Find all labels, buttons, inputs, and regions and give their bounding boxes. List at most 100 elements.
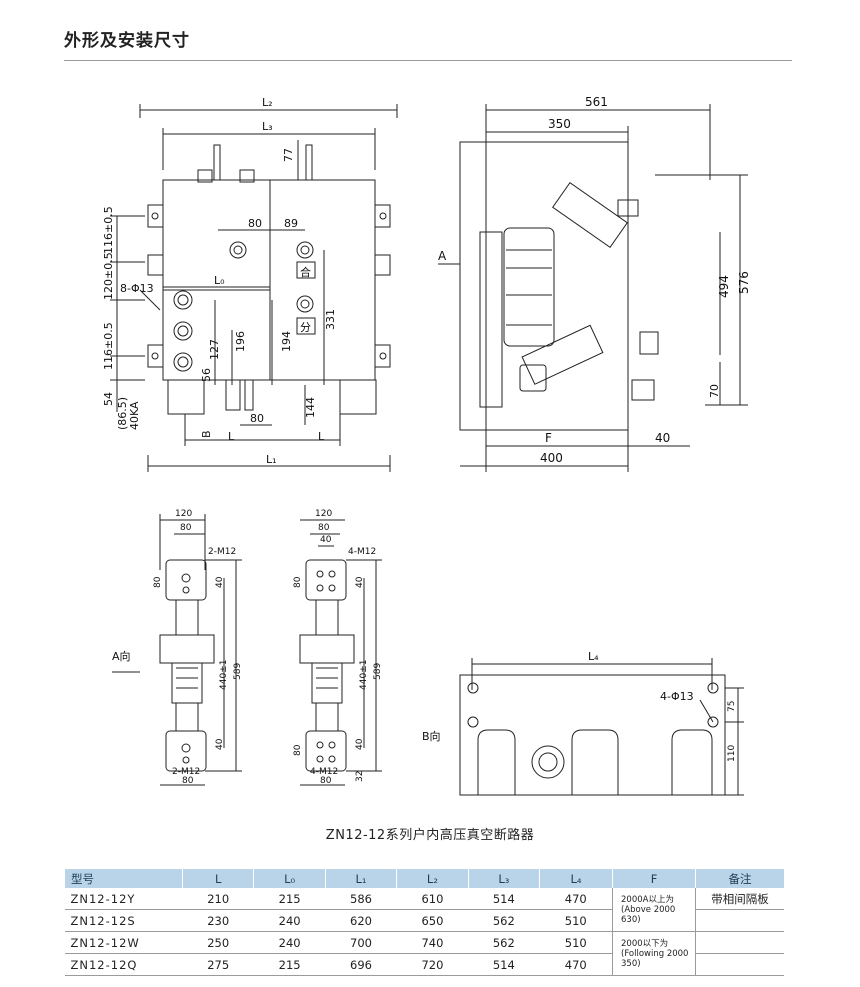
- tr-d440: 440±1: [359, 660, 369, 690]
- cell-L3: 514: [468, 888, 540, 910]
- tr-m12top: 4-M12: [348, 547, 376, 557]
- cell-L1: 700: [325, 931, 397, 954]
- front-L0: L₀: [214, 274, 225, 287]
- tr-d80v: 80: [293, 576, 303, 588]
- tl-d589: 589: [233, 663, 243, 680]
- technical-drawing: L₂ L₃ 77 80 89 合 分 L₀ 116±0.5 120±0.5 11…: [102, 95, 751, 796]
- front-d120: 120±0.5: [102, 252, 115, 300]
- tl-d80bot: 80: [182, 776, 194, 786]
- front-d77: 77: [282, 148, 295, 162]
- cell-L0: 215: [253, 953, 326, 976]
- front-L2: L₂: [262, 96, 273, 109]
- cell-L1: 696: [325, 953, 397, 976]
- bview-d110: 110: [727, 745, 737, 762]
- cell-L: 210: [182, 888, 254, 910]
- col-remark: 备注: [695, 869, 784, 888]
- cell-L2: 740: [396, 931, 469, 954]
- front-d80b: 80: [250, 412, 264, 425]
- tr-d120: 120: [315, 509, 332, 519]
- col-L1: L₁: [324, 869, 397, 888]
- table-row: ZN12-12S 230 240 620 650 562 510: [64, 909, 784, 932]
- front-d194: 194: [280, 331, 293, 352]
- front-he: 合: [300, 265, 311, 279]
- col-L: L: [181, 869, 254, 888]
- front-d89: 89: [284, 217, 298, 230]
- side-view: [438, 104, 748, 472]
- tr-d80bot: 80: [320, 776, 332, 786]
- front-d116b: 116±0.5: [102, 322, 115, 370]
- cell-L: 250: [182, 931, 254, 954]
- cell-L: 230: [182, 909, 254, 932]
- tl-aview: A向: [112, 649, 131, 663]
- cell-L3: 562: [468, 931, 540, 954]
- cell-L2: 610: [396, 888, 469, 910]
- front-d116a: 116±0.5: [102, 206, 115, 254]
- side-d350: 350: [548, 117, 571, 131]
- front-d865: (86.5): [116, 397, 129, 430]
- table-row: ZN12-12Y 210 215 586 610 514 470 2000A以上…: [64, 888, 784, 932]
- cell-remark-1: 带相间隔板: [695, 888, 784, 910]
- front-d56: 56: [200, 368, 213, 382]
- b-view: [459, 658, 744, 796]
- tr-d40v: 40: [355, 576, 365, 588]
- cell-model: ZN12-12S: [64, 909, 183, 932]
- front-phi13: 8-Φ13: [120, 282, 154, 295]
- cell-L0: 240: [253, 931, 326, 954]
- col-L3: L₃: [467, 869, 540, 888]
- side-d576: 576: [737, 271, 751, 294]
- terminal-right: [299, 519, 382, 786]
- front-d144: 144: [304, 397, 317, 418]
- cell-remark-4: [695, 953, 784, 976]
- side-d70: 70: [708, 384, 721, 398]
- bview-label: B向: [422, 729, 441, 743]
- bview-phi13: 4-Φ13: [660, 690, 694, 703]
- front-d196: 196: [234, 331, 247, 352]
- col-model: 型号: [64, 869, 183, 888]
- cell-model: ZN12-12W: [64, 931, 183, 954]
- cell-L: 275: [182, 953, 254, 976]
- cell-L1: 620: [325, 909, 397, 932]
- table-row: ZN12-12W 250 240 700 740 562 510 2000以下为…: [64, 931, 784, 976]
- tr-d589: 589: [373, 663, 383, 680]
- tr-d80b: 80: [293, 744, 303, 756]
- tl-d440: 440±1: [219, 660, 229, 690]
- cell-L4: 510: [539, 931, 613, 954]
- cell-remark-2: [695, 909, 784, 932]
- cell-L3: 562: [468, 909, 540, 932]
- front-d80a: 80: [248, 217, 262, 230]
- front-d54: 54: [102, 392, 115, 406]
- tr-d40b: 40: [355, 738, 365, 750]
- front-L-right: L: [318, 430, 325, 443]
- tl-d80: 80: [180, 523, 192, 533]
- col-L4: L₄: [539, 869, 613, 888]
- figure-caption: ZN12-12系列户内高压真空断路器: [325, 828, 535, 843]
- tl-m12top: 2-M12: [208, 547, 236, 557]
- side-d561: 561: [585, 95, 608, 109]
- front-L3: L₃: [262, 120, 273, 133]
- tr-d32: 32: [355, 771, 365, 782]
- tl-d120: 120: [175, 509, 192, 519]
- cell-remark-3: [695, 931, 784, 954]
- side-d494: 494: [717, 275, 731, 298]
- table-row: ZN12-12Q 275 215 696 720 514 470: [64, 953, 784, 976]
- col-L0: L₀: [253, 869, 326, 888]
- page-title: 外形及安装尺寸: [64, 31, 190, 51]
- spec-table: 型号 L L₀ L₁ L₂ L₃ L₄ F 备注 ZN12-12Y 210 21…: [64, 869, 784, 976]
- cell-model: ZN12-12Y: [64, 888, 183, 910]
- side-d40: 40: [655, 431, 670, 445]
- bview-L4: L₄: [588, 650, 599, 663]
- cell-L3: 514: [468, 953, 540, 976]
- front-B: B: [200, 430, 213, 438]
- cell-F-note-2: 2000以下为(Following 2000 350): [612, 931, 696, 976]
- title-divider: [64, 60, 792, 61]
- tl-m12bot: 2-M12: [172, 767, 200, 777]
- front-d331: 331: [324, 309, 337, 330]
- tr-m12bot: 4-M12: [310, 767, 338, 777]
- tr-d40: 40: [320, 535, 332, 545]
- tl-d40b: 40: [215, 738, 225, 750]
- front-L1: L₁: [266, 453, 277, 466]
- table-header-row: 型号 L L₀ L₁ L₂ L₃ L₄ F 备注: [64, 869, 784, 888]
- cell-L4: 510: [539, 909, 613, 932]
- cell-L0: 215: [253, 888, 326, 910]
- col-L2: L₂: [396, 869, 469, 888]
